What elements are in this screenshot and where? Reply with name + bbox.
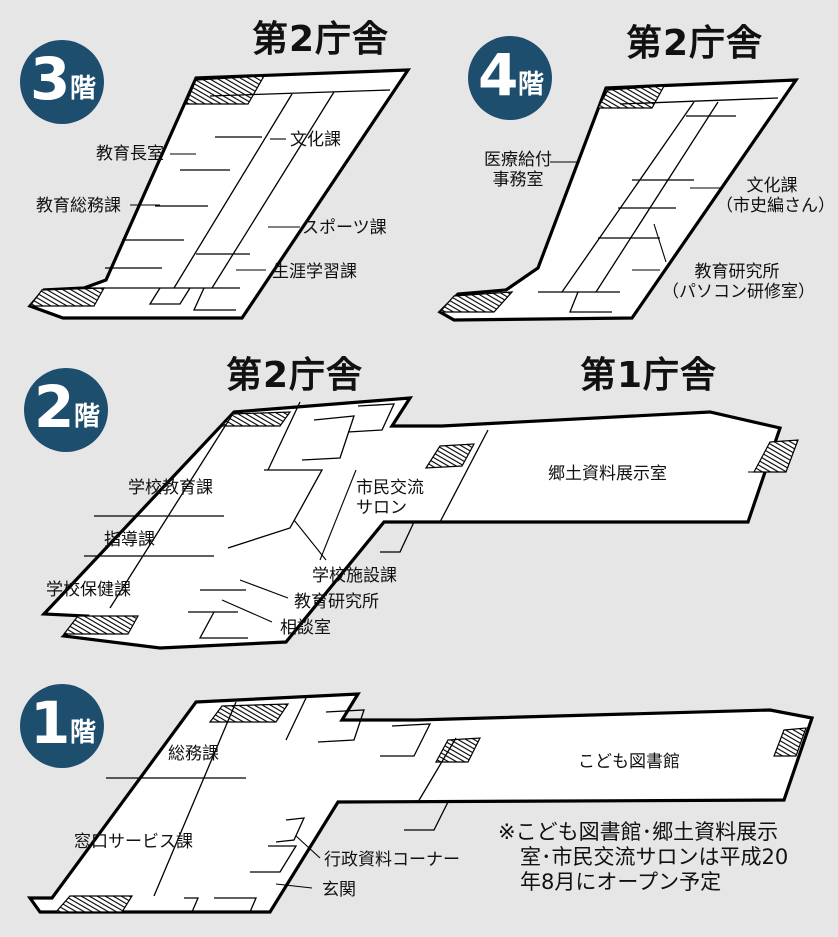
opening-note-line3: 年8月にオープン予定 bbox=[520, 870, 722, 894]
room-label-kyodoshiryo: 郷土資料展示室 bbox=[548, 464, 667, 484]
opening-note: ※こども図書館･郷土資料展示 室･市民交流サロンは平成20 年8月にオープン予定 bbox=[498, 820, 788, 895]
room-label-bunkaka: 文化課 bbox=[290, 130, 341, 150]
room-label-gakkoukyouikuka: 学校教育課 bbox=[128, 478, 213, 498]
room-label-soudanshitsu: 相談室 bbox=[280, 618, 331, 638]
room-label-shimin: 市民交流 サロン bbox=[356, 478, 424, 518]
room-label-bunka-line2: （市史編さん） bbox=[716, 196, 835, 216]
room-label-iryou: 医療給付 事務室 bbox=[474, 150, 562, 190]
room-label-bunka-shishi: 文化課 （市史編さん） bbox=[716, 176, 835, 216]
room-label-iryou-line1: 医療給付 bbox=[484, 150, 552, 170]
room-label-kyoikukenkyu-line1: 教育研究所 bbox=[694, 262, 780, 282]
room-label-kyoikuchoushitsu: 教育長室 bbox=[96, 144, 164, 164]
floor-badge-4f: 4 階 bbox=[468, 36, 552, 120]
plan-3f bbox=[27, 68, 412, 320]
floor-suffix: 階 bbox=[70, 718, 97, 748]
room-label-sportska: スポーツ課 bbox=[302, 218, 387, 238]
floor-suffix: 階 bbox=[74, 402, 101, 432]
room-label-shougaigakushuka: 生涯学習課 bbox=[272, 262, 357, 282]
plan-2f bbox=[40, 396, 799, 650]
room-label-iryou-line2: 事務室 bbox=[492, 170, 544, 190]
building-title-3f: 第2庁舎 bbox=[252, 19, 390, 60]
building-title-4f: 第2庁舎 bbox=[626, 23, 764, 64]
room-label-shimin-line2: サロン bbox=[356, 498, 407, 518]
floor-number: 2 bbox=[34, 373, 75, 441]
opening-note-line2: 室･市民交流サロンは平成20 bbox=[520, 845, 789, 869]
floor-number: 3 bbox=[30, 45, 71, 113]
floor-suffix: 階 bbox=[518, 70, 545, 100]
room-label-kodomotoshokan: こども図書館 bbox=[578, 752, 680, 772]
room-label-shimin-line1: 市民交流 bbox=[356, 478, 424, 498]
floor-number: 1 bbox=[30, 689, 71, 757]
floor-suffix: 階 bbox=[70, 74, 97, 104]
room-label-bunka-line1: 文化課 bbox=[746, 176, 798, 196]
room-label-gyouseishiryo: 行政資料コーナー bbox=[324, 850, 460, 870]
room-label-madoguchi: 窓口サービス課 bbox=[74, 832, 193, 852]
plan-4f bbox=[437, 78, 800, 322]
building-title-2f-second: 第2庁舎 bbox=[226, 355, 364, 396]
room-label-kyoikukenkyu-line2: （パソコン研修室） bbox=[662, 282, 815, 302]
room-label-shidouka: 指導課 bbox=[104, 530, 155, 550]
floor-badge-3f: 3 階 bbox=[20, 40, 104, 124]
floor-number: 4 bbox=[478, 41, 519, 109]
room-label-soumuka: 総務課 bbox=[168, 744, 219, 764]
opening-note-line1: ※こども図書館･郷土資料展示 bbox=[498, 820, 779, 844]
room-label-kyoikukenkyusho: 教育研究所 bbox=[294, 592, 379, 612]
floor-badge-2f: 2 階 bbox=[24, 368, 108, 452]
room-label-gakkouhokenka: 学校保健課 bbox=[46, 580, 131, 600]
room-label-genkan: 玄関 bbox=[322, 880, 356, 900]
room-label-gakkoushisetsuka: 学校施設課 bbox=[312, 566, 397, 586]
room-label-kyoikusoumuka: 教育総務課 bbox=[36, 196, 121, 216]
building-title-2f-first: 第1庁舎 bbox=[580, 355, 718, 396]
floor-badge-1f: 1 階 bbox=[20, 684, 104, 768]
plan-1f bbox=[26, 692, 815, 914]
room-label-kyoikukenkyu-4f: 教育研究所 （パソコン研修室） bbox=[662, 262, 815, 302]
